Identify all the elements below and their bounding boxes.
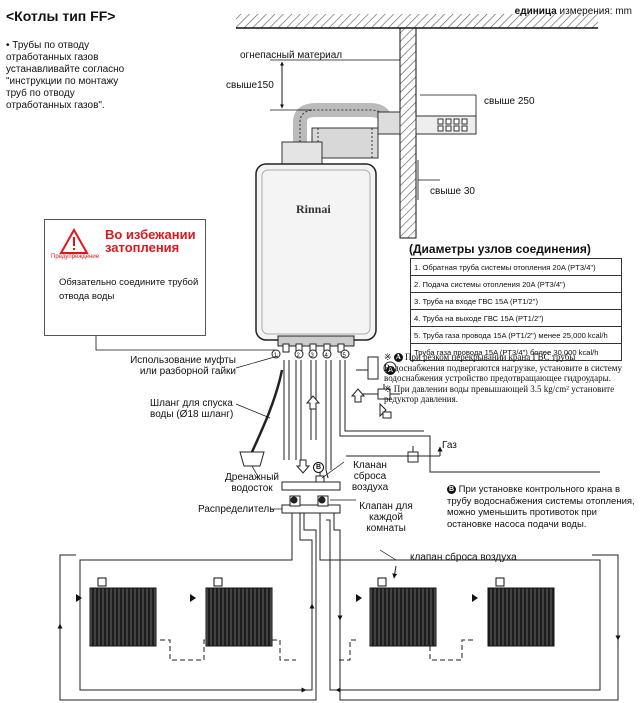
label-room-valve: Клапан для каждой комнаты — [359, 501, 413, 534]
label-drain: Дренажный водосток — [225, 472, 279, 494]
radiator-2 — [205, 577, 273, 647]
warning-small-label: Предупреждение — [51, 254, 100, 260]
table-row: 4. Труба на выходе ГВС 15A (PT1/2") — [410, 309, 622, 327]
ceiling — [236, 14, 598, 29]
label-drain-hose: Шланг для спуска воды (Ø18 шланг) — [150, 398, 234, 420]
drain-hose — [239, 369, 284, 467]
svg-text:3: 3 — [311, 353, 315, 359]
marker-b: B — [313, 459, 324, 477]
note-b-pressure: При давлении воды превышающей 3.5 kg/cm²… — [384, 383, 615, 405]
radiator-4 — [487, 577, 555, 647]
label-above30: свыше 30 — [430, 186, 475, 197]
units-label: единица измерения: mm — [515, 6, 632, 17]
page-title: <Котлы тип FF> — [6, 8, 116, 24]
label-gas: Газ — [442, 440, 457, 451]
marker-a: A — [386, 366, 395, 376]
units-bold: единица — [514, 6, 557, 17]
label-coupling: Использование муфты или разборной гайки — [130, 355, 236, 377]
radiator-1 — [89, 577, 157, 647]
connections-title: (Диаметры узлов соединения) — [409, 242, 591, 256]
label-air-valve-small: Кланан сброса воздуха — [351, 460, 389, 493]
notes-right: ※ A При резком перекрывании крана ГВС тр… — [384, 352, 622, 405]
label-fireproof: огнепасный материал — [240, 50, 343, 61]
boiler-pipes — [283, 360, 600, 479]
label-above150: свыше150 — [226, 80, 274, 91]
svg-text:5: 5 — [343, 353, 347, 359]
warning-triangle-icon — [59, 228, 89, 254]
note-a: При резком перекрывании крана ГВС трубы … — [384, 352, 622, 383]
flue-install-note: • Трубы по отводу отработанных газов уст… — [6, 40, 125, 111]
boiler — [255, 163, 377, 347]
table-row: 2. Подача системы отопления 20A (PT3/4") — [410, 275, 622, 293]
warning-title: Во избежании затопления — [105, 227, 196, 255]
table-row: 1. Обратная труба системы отопления 20A … — [410, 258, 622, 276]
wall — [399, 27, 417, 239]
radiator-3 — [369, 577, 437, 647]
leader-lines — [235, 355, 397, 561]
marker-a-note: A — [393, 353, 403, 363]
label-above250: свыше 250 — [484, 96, 535, 107]
dimension-lines — [270, 59, 477, 200]
loop-arrows — [57, 565, 621, 693]
table-row: 3. Труба на входе ГВС 15A (PT1/2") — [410, 292, 622, 310]
marker-b-note: B — [447, 484, 456, 494]
manifold — [281, 470, 341, 514]
connections-table: 1. Обратная труба системы отопления 20A … — [410, 258, 622, 361]
note-b-text: При установке контрольного крана в трубу… — [447, 484, 635, 530]
flue-pipe — [281, 103, 477, 167]
units-rest: измерения: mm — [556, 6, 632, 17]
label-air-valve: клапан сброса воздуха — [410, 552, 517, 563]
svg-text:2: 2 — [297, 353, 301, 359]
heating-loop — [59, 513, 619, 701]
svg-text:1: 1 — [274, 353, 278, 359]
warning-text: Обязательно соедините трубой отвода воды — [59, 277, 199, 302]
radiator-valves — [76, 594, 478, 602]
table-row: 5. Труба газа провода 15A (PT1/2") менее… — [410, 326, 622, 344]
flow-arrows — [295, 388, 366, 474]
warning-box: Предупреждение Во избежании затопления О… — [44, 219, 206, 336]
table-row: Труба газа провода 15A (PT3/4") более 30… — [410, 343, 622, 361]
note-check-valve: B При установке контрольного крана в тру… — [447, 484, 637, 530]
label-distributor: Распределитель — [198, 504, 275, 515]
boiler-brand: Rinnai — [296, 202, 331, 216]
svg-text:4: 4 — [325, 353, 329, 359]
